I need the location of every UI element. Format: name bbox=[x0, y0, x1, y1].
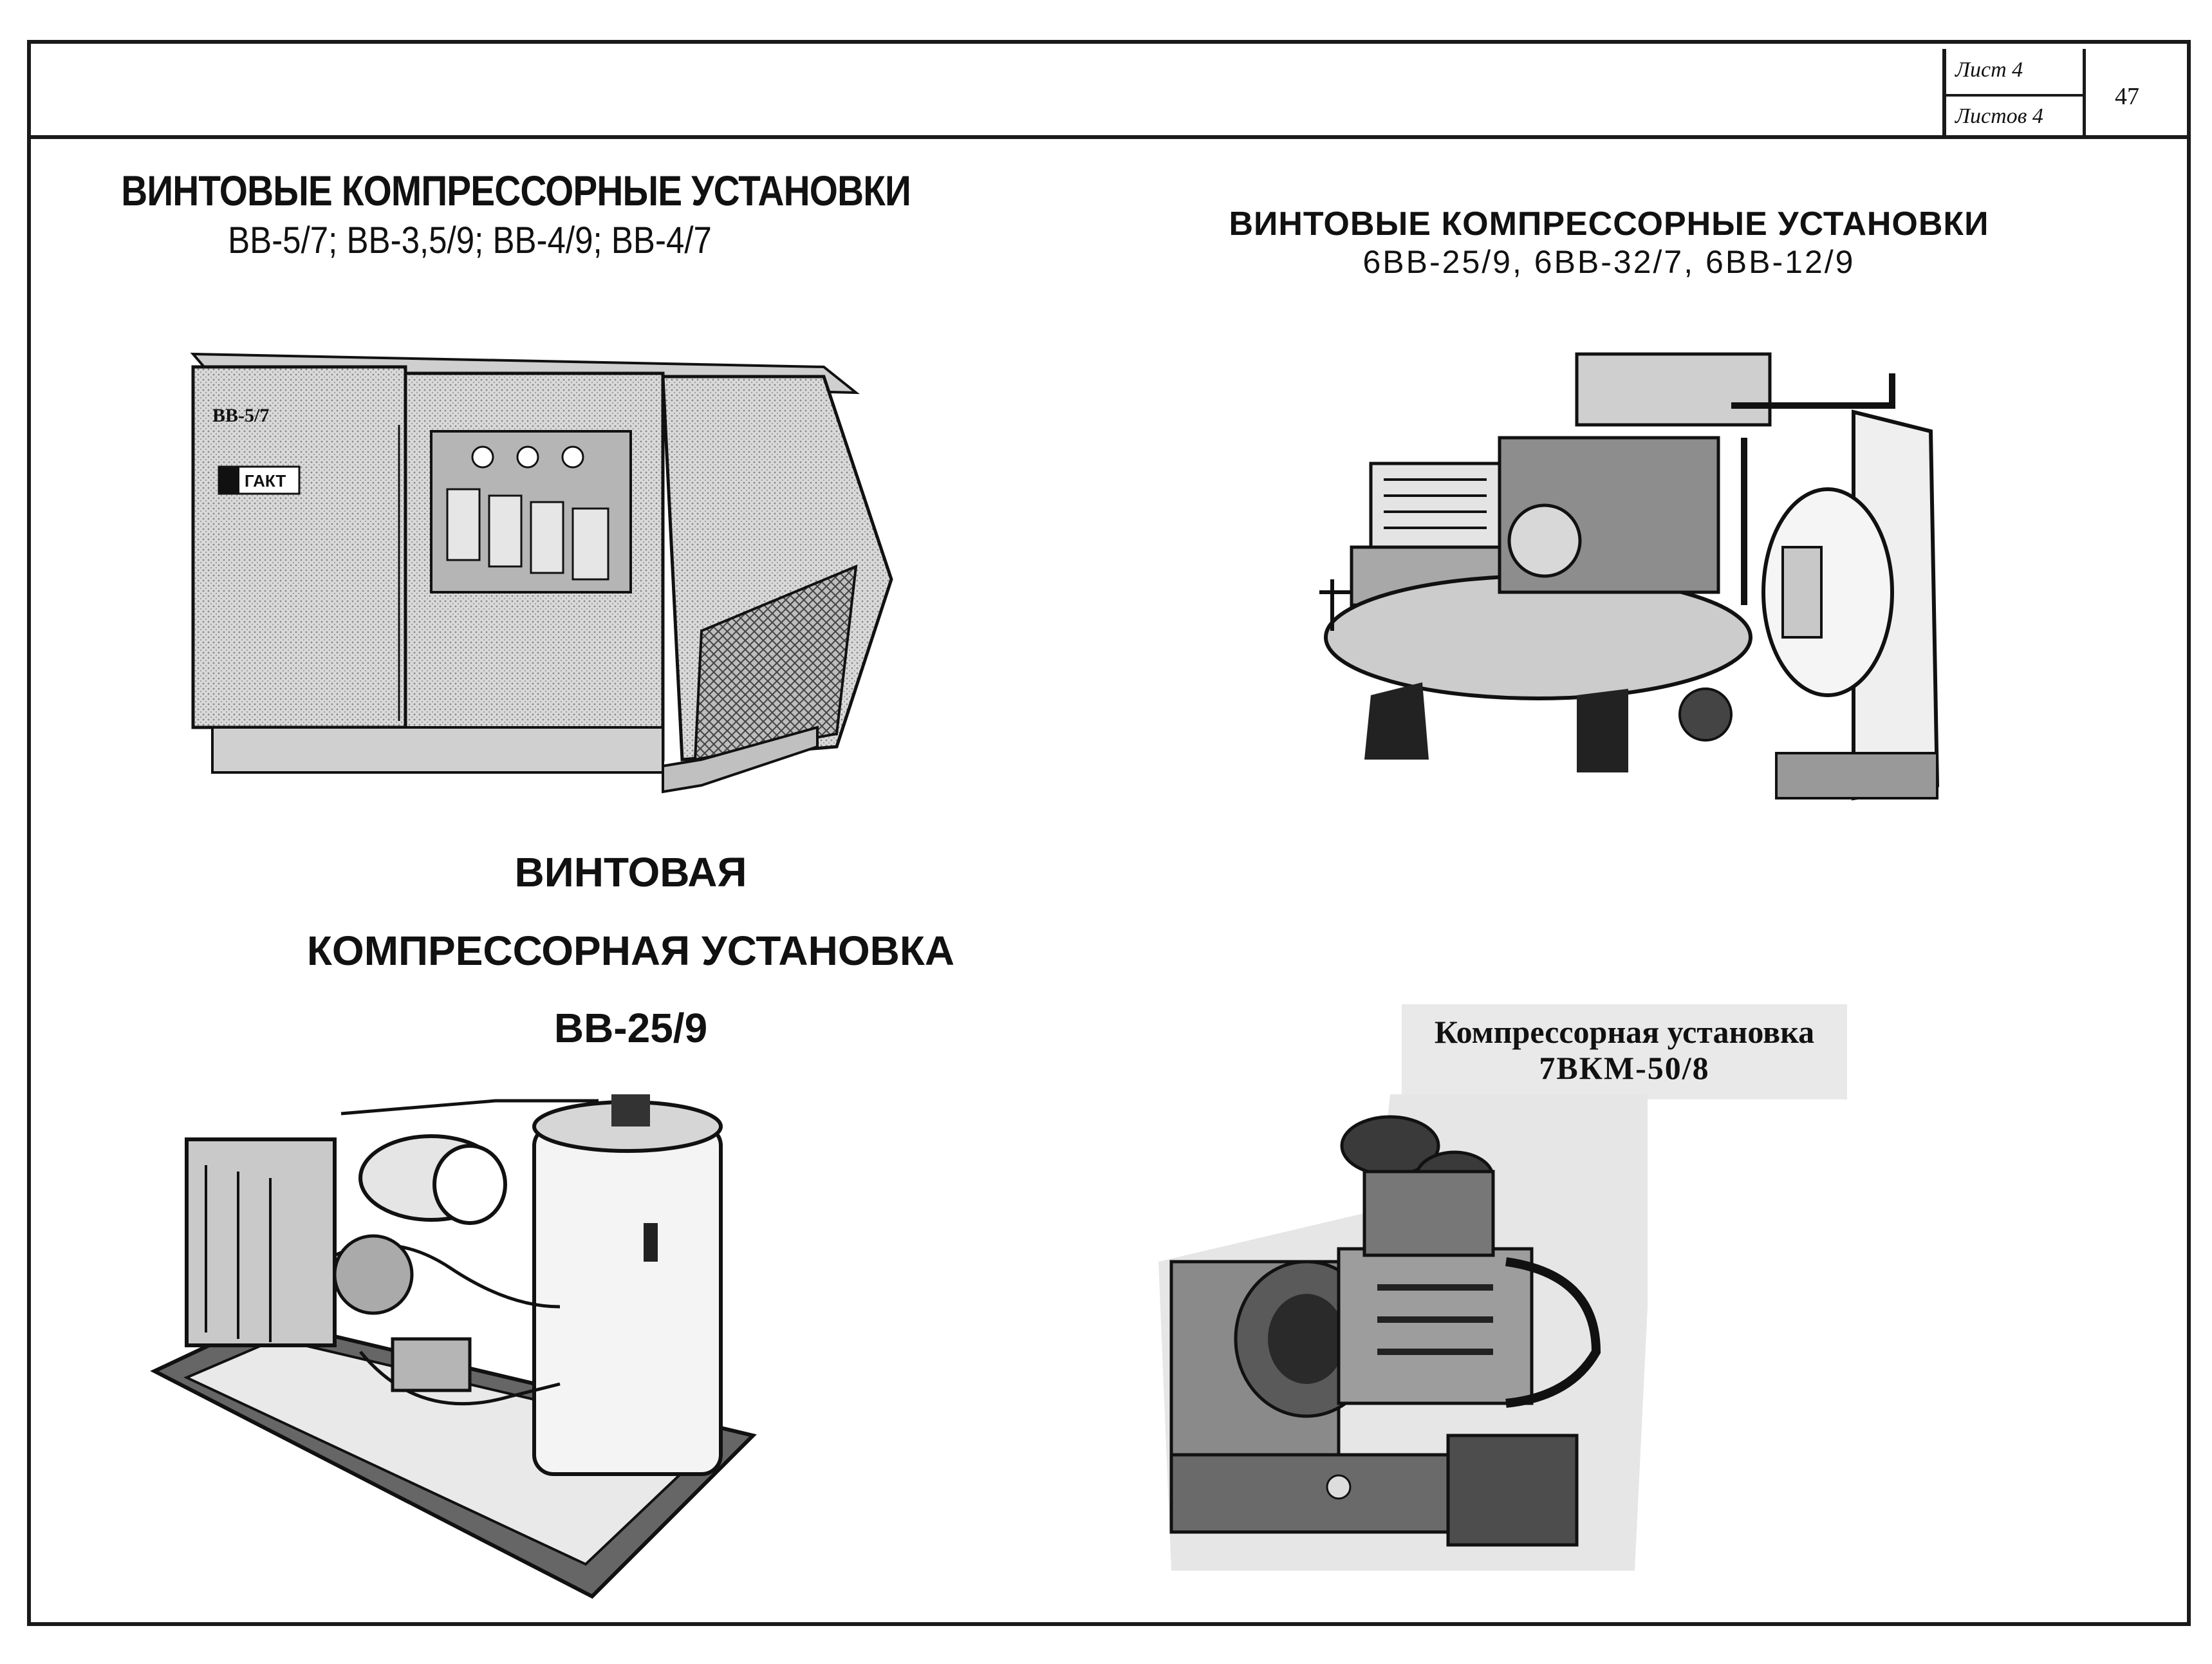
top-left-title: ВИНТОВЫЕ КОМПРЕССОРНЫЕ УСТАНОВКИ bbox=[121, 167, 911, 214]
drawing-frame bbox=[27, 40, 2191, 1626]
model-plate-text: ВВ-5/7 bbox=[212, 405, 269, 426]
bottom-right-title: Компрессорная установка bbox=[1434, 1014, 1815, 1050]
frame-top-divider bbox=[27, 135, 2191, 139]
top-right-models: 6ВВ-25/9, 6ВВ-32/7, 6ВВ-12/9 bbox=[1362, 244, 1855, 280]
skid-compressor-illustration bbox=[148, 1062, 766, 1603]
sheets-total-label: Листов 4 bbox=[1955, 104, 2043, 128]
open-frame-compressor-illustration bbox=[1294, 335, 1950, 811]
top-right-title: ВИНТОВЫЕ КОМПРЕССОРНЫЕ УСТАНОВКИ bbox=[1229, 205, 1989, 243]
photo-compressor-illustration bbox=[1146, 1094, 1648, 1571]
bottom-right-model: 7ВКМ-50/8 bbox=[1539, 1050, 1710, 1086]
top-left-models: ВВ-5/7; ВВ-3,5/9; ВВ-4/9; ВВ-4/7 bbox=[228, 220, 712, 261]
bottom-left-title-line2: КОМПРЕССОРНАЯ УСТАНОВКА bbox=[306, 928, 955, 974]
bottom-left-title-line1: ВИНТОВАЯ bbox=[514, 849, 747, 895]
cabinet-compressor-illustration: ГАКТ ВВ-5/7 bbox=[187, 348, 901, 824]
brand-plate-text: ГАКТ bbox=[245, 471, 286, 491]
stamp-column-divider bbox=[2083, 49, 2086, 139]
sheet-label: Лист 4 bbox=[1955, 58, 2023, 82]
title-stamp: Лист 4 Листов 4 47 bbox=[1942, 49, 2189, 139]
bottom-right-label-background bbox=[1402, 1004, 1847, 1099]
page-number: 47 bbox=[2115, 83, 2139, 110]
bottom-left-model: ВВ-25/9 bbox=[553, 1005, 708, 1051]
stamp-divider bbox=[1946, 94, 2083, 97]
